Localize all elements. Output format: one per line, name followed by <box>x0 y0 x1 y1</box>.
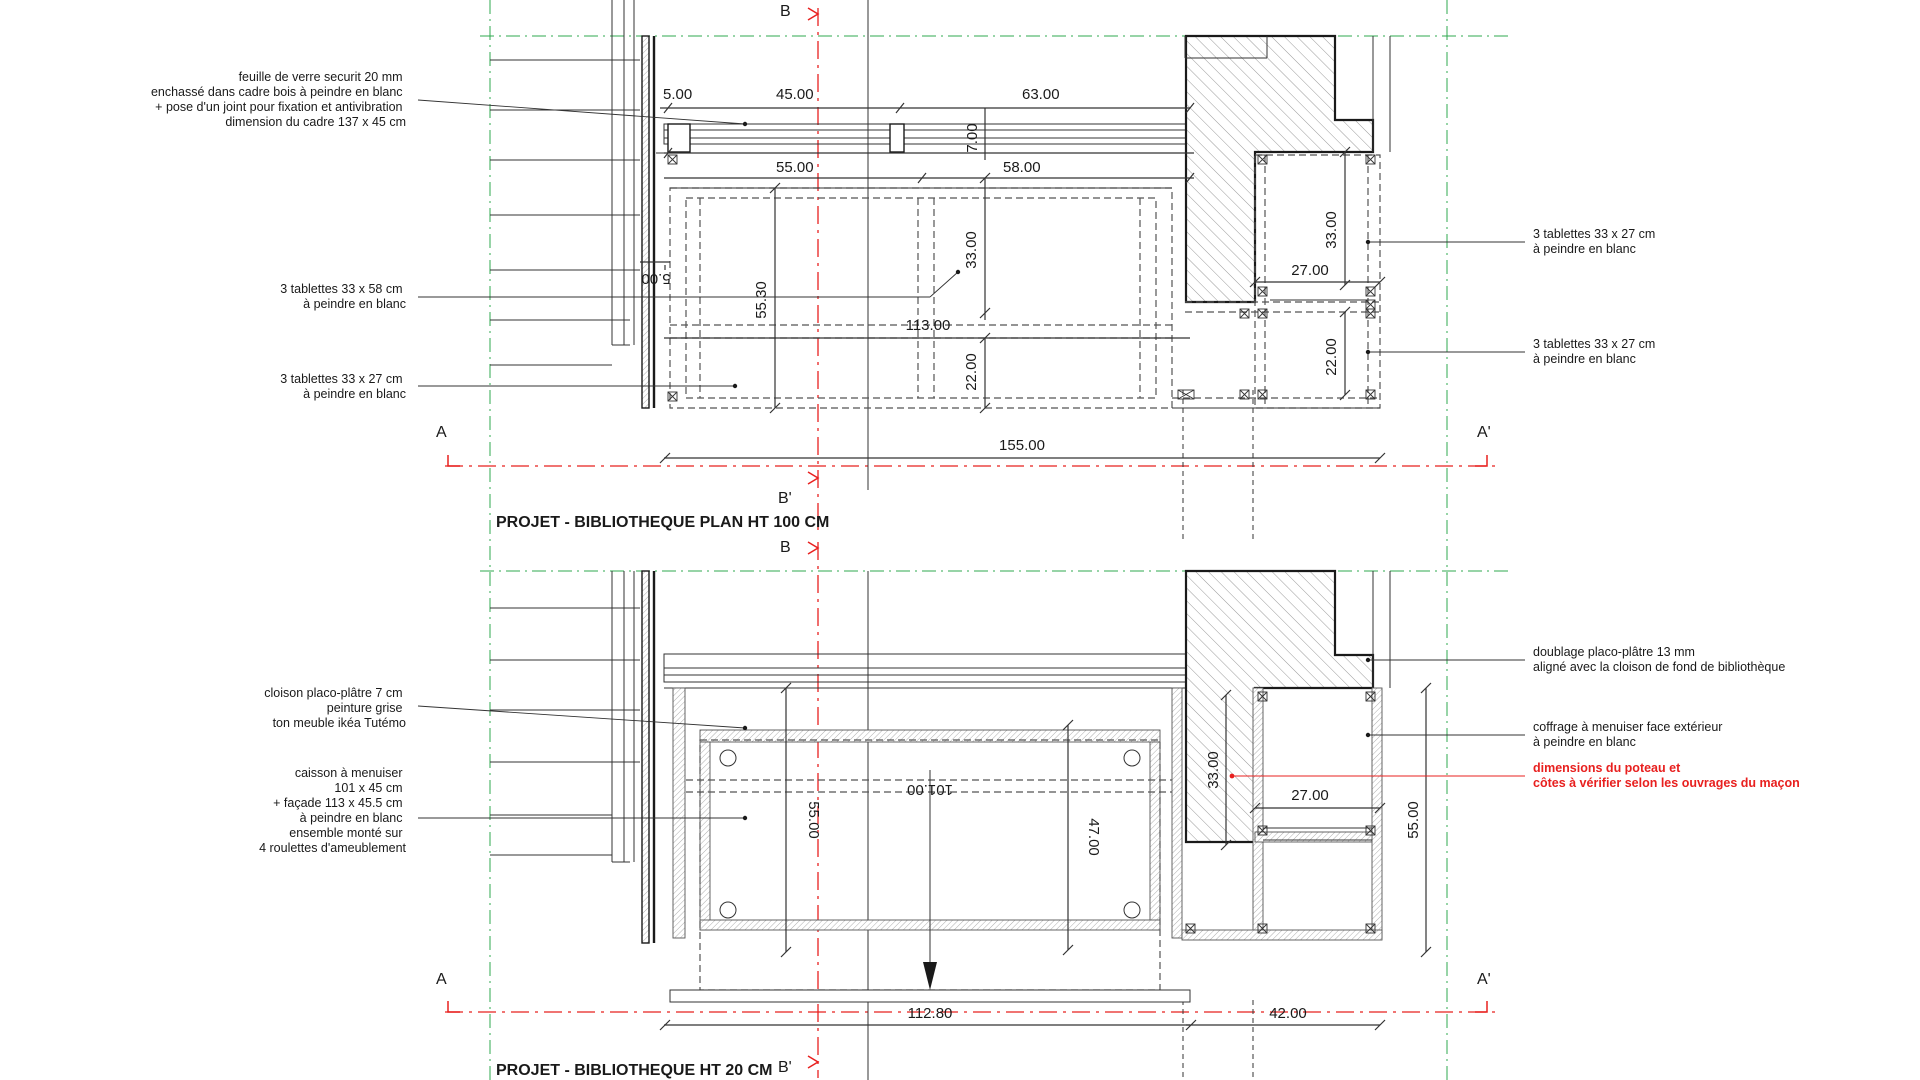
pillar-bottom <box>1184 569 1375 844</box>
leader-lines <box>417 99 1525 821</box>
bookcase-left-top <box>669 187 1173 409</box>
coffrage-frame-bottom <box>672 687 1383 941</box>
dim-55: 55.00 <box>776 159 814 176</box>
axis-label-b-top: B <box>780 3 791 20</box>
dim-55-right: 55.00 <box>1405 801 1422 839</box>
grid-lines <box>480 0 1510 1080</box>
left-wall-top <box>490 0 656 409</box>
dimension-labels-bottom: 55.00 101.00 47.00 33.00 27.00 55.00 112… <box>805 751 1422 1022</box>
dim-63: 63.00 <box>1022 86 1060 103</box>
axis-label-bprime-bottom: B' <box>778 1059 792 1076</box>
dim-47: 47.00 <box>1085 818 1102 856</box>
dim-27-bottom: 27.00 <box>1291 787 1329 804</box>
title-bottom-plan: PROJET - BIBLIOTHEQUE HT 20 CM <box>496 1062 772 1079</box>
dim-58: 58.00 <box>1003 159 1041 176</box>
note-tablettes-27-right-1: 3 tablettes 33 x 27 cm à peindre en blan… <box>1533 227 1659 256</box>
axis-label-a-bottom: A <box>436 971 447 988</box>
fixing-markers-top <box>667 154 1376 402</box>
dimension-lines-top <box>640 102 1386 464</box>
notes-bottom-plan: cloison placo-plâtre 7 cm peinture grise… <box>259 645 1800 855</box>
title-top-plan: PROJET - BIBLIOTHEQUE PLAN HT 100 CM <box>496 514 829 531</box>
axis-label-aprime-bottom: A' <box>1477 971 1491 988</box>
note-tablettes-27-right-2: 3 tablettes 33 x 27 cm à peindre en blan… <box>1533 337 1659 366</box>
bottom-plan: 55.00 101.00 47.00 33.00 27.00 55.00 112… <box>490 569 1432 1031</box>
dim-7: 7.00 <box>964 123 981 152</box>
dim-33-left: 33.00 <box>963 231 980 269</box>
axis-label-a-top: A <box>436 424 447 441</box>
note-coffrage: coffrage à menuiser face extérieur à pei… <box>1533 720 1726 749</box>
note-verre: feuille de verre securit 20 mm enchassé … <box>151 70 406 129</box>
dim-55-bottom: 55.00 <box>805 801 822 839</box>
dimension-labels-top: 5.00 45.00 63.00 7.00 55.00 58.00 33.00 … <box>641 86 1340 454</box>
note-poteau-warning: dimensions du poteau et côtes à vérifier… <box>1533 761 1800 790</box>
dimension-lines-bottom <box>659 682 1432 1031</box>
dim-42: 42.00 <box>1269 1005 1307 1022</box>
note-caisson: caisson à menuiser 101 x 45 cm + façade … <box>259 766 406 855</box>
note-tablettes-58: 3 tablettes 33 x 58 cm à peindre en blan… <box>280 282 406 311</box>
dim-113: 113.00 <box>906 317 951 334</box>
dim-45: 45.00 <box>776 86 814 103</box>
note-cloison: cloison placo-plâtre 7 cm peinture grise… <box>264 686 406 730</box>
dim-101: 101.00 <box>907 781 953 798</box>
glass-frame <box>656 123 1195 154</box>
direction-arrow <box>923 962 937 990</box>
axis-label-bprime-top: B' <box>778 490 792 507</box>
dim-22-left: 22.00 <box>963 353 980 391</box>
dim-27: 27.00 <box>1291 262 1329 279</box>
dim-155: 155.00 <box>999 437 1045 454</box>
dim-55-30: 55.30 <box>753 281 770 319</box>
dim-5: 5.00 <box>663 86 692 103</box>
note-tablettes-27-left: 3 tablettes 33 x 27 cm à peindre en blan… <box>280 372 406 401</box>
left-wall-bottom <box>490 570 656 944</box>
dim-112-80: 112.80 <box>908 1005 953 1022</box>
dim-33-bottom: 33.00 <box>1205 751 1222 789</box>
axis-label-b-bottom: B <box>780 539 791 556</box>
note-doublage: doublage placo-plâtre 13 mm aligné avec … <box>1533 645 1785 674</box>
axis-label-aprime-top: A' <box>1477 424 1491 441</box>
fixing-markers-bottom <box>1185 691 1376 934</box>
axis-labels: B B' A A' B B' A A' <box>436 3 1491 1076</box>
dim-33-right: 33.00 <box>1323 211 1340 249</box>
section-axes <box>445 7 1500 1078</box>
top-plan: 5.00 45.00 63.00 7.00 55.00 58.00 33.00 … <box>490 0 1391 464</box>
dim-5-rotated: 5.00 <box>641 270 670 287</box>
dim-22-right: 22.00 <box>1323 338 1340 376</box>
notes-top-plan: feuille de verre securit 20 mm enchassé … <box>151 70 1659 401</box>
